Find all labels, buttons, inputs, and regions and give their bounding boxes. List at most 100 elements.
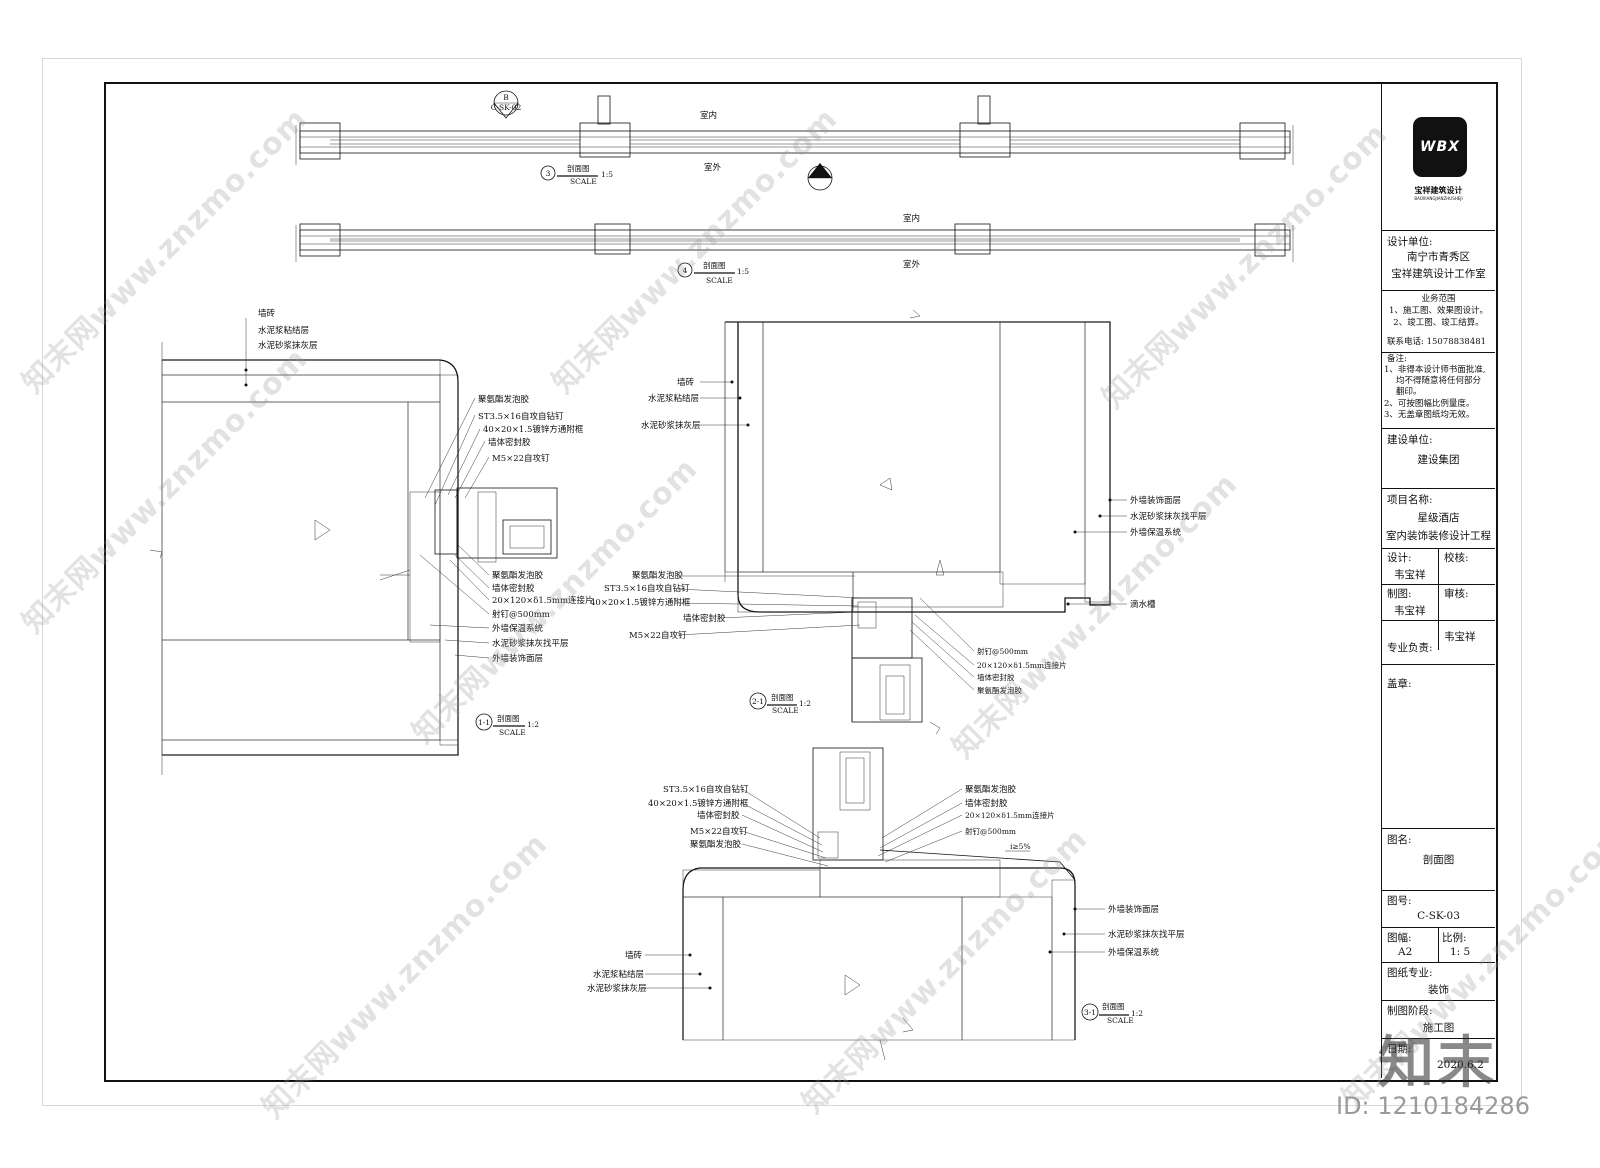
checker-label: 校核: [1444,552,1469,564]
s3-ratio: 1:5 [601,170,613,179]
business-scope-cell: 业务范围 1、施工图、效果图设计。 2、竣工图、竣工结算。 联系电话: 1507… [1382,290,1495,353]
business-line1: 1、施工图、效果图设计。 [1389,306,1488,316]
date: 2020.6.2 [1437,1059,1484,1071]
s3-scale: SCALE [570,177,597,186]
designer-name: 韦宝祥 [1394,569,1426,581]
s31-label-m5: M5×22自攻钉 [690,826,748,837]
draw-row: 制图: 韦宝祥 审核: [1382,584,1495,621]
s31-number: 3-1 [1084,1008,1096,1017]
project-name-line1: 星级酒店 [1417,512,1460,524]
s31-label-leveling: 水泥砂浆抹灰找平层 [1108,929,1185,940]
client-cell: 建设单位: 建设集团 [1382,428,1495,489]
s31-label-insulation: 外墙保温系统 [1108,947,1160,958]
date-label: 日期: [1387,1043,1412,1055]
s31-title: 剖面图 [1102,1001,1125,1011]
notes-cell: 备注: 1、非得本设计师书面批准, 均不得随意将任何部分 翻印。 2、可按图幅比… [1382,352,1495,429]
section-2-1-labels: 墙砖 水泥浆粘结层 水泥砂浆抹灰层 外墙装饰面层 水泥砂浆抹灰找平层 外墙保温系… [590,377,1207,695]
s21-label-bond: 水泥浆粘结层 [648,393,699,404]
s11-label-brick: 墙砖 [258,308,276,319]
date-cell: 日期: 2020.6.2 [1382,1038,1495,1076]
s21-label-nail: 射钉@500mm [977,646,1028,656]
s4-number: 4 [683,266,688,275]
seal-cell: 盖章: [1382,664,1495,829]
design-unit-label: 设计单位: [1387,236,1433,248]
section-3-plan: B C-SK-02 A 室内 室外 3 剖面图 SCALE 1:5 [295,90,1294,191]
section-mark-a: A [816,169,823,178]
s31-slope: i≥5% [1010,842,1031,851]
s11-label-sealant2: 墙体密封胶 [492,583,535,594]
section-mark-b: B [503,93,509,102]
s31-label-finish: 外墙装饰面层 [1108,904,1159,915]
s21-label-finish: 外墙装饰面层 [1130,495,1181,506]
s21-scale: SCALE [772,706,799,715]
drafter-name: 韦宝祥 [1394,605,1426,617]
s21-number: 2-1 [752,697,764,706]
s31-label-screw: ST3.5×16自攻自钻钉 [663,784,749,795]
brand-logo-text: 知末 [1378,1031,1498,1096]
s3-title: 剖面图 [567,163,590,173]
section-4-plan: 室内 室外 4 剖面图 SCALE 1:5 [295,213,1294,285]
s31-label-plaster: 水泥砂浆抹灰层 [587,983,647,994]
note-1-cont: 均不得随意将任何部分 [1396,376,1482,386]
size-ratio-row: 图幅: A2 比例: 1: 5 [1382,927,1495,963]
s3-inside-label: 室内 [700,110,717,121]
project-label: 项目名称: [1387,494,1433,506]
section-mark-b-ref: C-SK-02 [491,103,522,112]
s3-number: 3 [546,169,551,178]
s11-label-finish: 外墙装饰面层 [492,653,543,664]
s21-label-sealant: 墙体密封胶 [683,613,726,624]
ratio-value: 1: 5 [1450,946,1471,958]
s21-label-screw: ST3.5×16自攻自钻钉 [604,583,690,594]
section-3-1-labels: ST3.5×16自攻自钻钉 40×20×1.5镀锌方通附框 墙体密封胶 M5×2… [587,784,1185,994]
project-cell: 项目名称: 星级酒店 室内装饰装修设计工程 [1382,488,1495,549]
s11-label-plate: 20×120×δ1.5mm连接片 [492,595,594,606]
s11-label-nail: 射钉@500mm [492,609,550,620]
s21-title: 剖面图 [771,692,794,702]
s31-label-brick: 墙砖 [625,950,643,961]
s31-label-nail: 射钉@500mm [965,826,1016,836]
sheet-outer-border [42,58,1522,1106]
s31-ratio: 1:2 [1131,1009,1143,1018]
design-unit-cell: 设计单位: 南宁市青秀区 宝祥建筑设计工作室 [1382,230,1495,291]
s11-label-foam2: 聚氨酯发泡胶 [492,570,544,581]
design-row-divider [1438,548,1439,584]
image-id: ID: 1210184286 [1336,1092,1530,1120]
s4-ratio: 1:5 [737,267,749,276]
business-line2: 2、竣工图、竣工结算。 [1393,318,1484,328]
lead-row-divider [1438,620,1439,650]
reviewer-label: 审核: [1444,588,1469,600]
logo-company-pinyin: BAOXIANGJIANZHUSHEJI [1414,196,1463,201]
note-1: 1、非得本设计师书面批准, [1384,365,1486,375]
s4-scale: SCALE [706,276,733,285]
s11-title: 剖面图 [497,713,520,723]
s31-label-sealant2: 墙体密封胶 [965,798,1008,809]
size-row-divider [1438,927,1439,962]
contact-phone: 联系电话: 15078838481 [1387,337,1487,347]
discipline: 装饰 [1428,984,1449,996]
section-1-1-labels: 墙砖 水泥浆粘结层 水泥砂浆抹灰层 聚氨酯发泡胶 ST3.5×16自攻自钻钉 4… [244,308,594,664]
s21-label-drip: 滴水槽 [1130,599,1156,610]
s4-title: 剖面图 [703,260,726,270]
design-unit-line1: 南宁市青秀区 [1407,251,1470,263]
s31-label-sealant: 墙体密封胶 [697,810,740,821]
s21-label-leveling: 水泥砂浆抹灰找平层 [1130,511,1207,522]
business-heading: 业务范围 [1421,294,1456,304]
s11-label-m5: M5×22自攻钉 [492,453,550,464]
lead-name: 韦宝祥 [1444,631,1476,643]
design-unit-line2: 宝祥建筑设计工作室 [1391,268,1486,280]
s31-label-foam2: 聚氨酯发泡胶 [965,784,1017,795]
s21-label-insulation: 外墙保温系统 [1130,527,1182,538]
section-2-1-detail: 2-1 剖面图 SCALE 1:2 [724,309,1111,735]
lead-row: 专业负责: 韦宝祥 [1382,620,1495,665]
title-block-logo-cell: WBX 宝祥建筑设计 BAOXIANGJIANZHUSHEJI [1382,82,1495,231]
s21-label-sealant2: 墙体密封胶 [977,672,1015,682]
drawing-name-cell: 图名: 剖面图 [1382,828,1495,891]
drawing-name: 剖面图 [1422,854,1455,866]
s21-label-foam2: 聚氨酯发泡胶 [977,685,1022,695]
s11-label-foam: 聚氨酯发泡胶 [478,394,530,405]
s21-label-plaster: 水泥砂浆抹灰层 [641,420,701,431]
client-label: 建设单位: [1387,434,1433,446]
drawing-name-label: 图名: [1387,834,1412,846]
s4-outside-label: 室外 [903,259,921,270]
design-row: 设计: 韦宝祥 校核: [1382,548,1495,585]
